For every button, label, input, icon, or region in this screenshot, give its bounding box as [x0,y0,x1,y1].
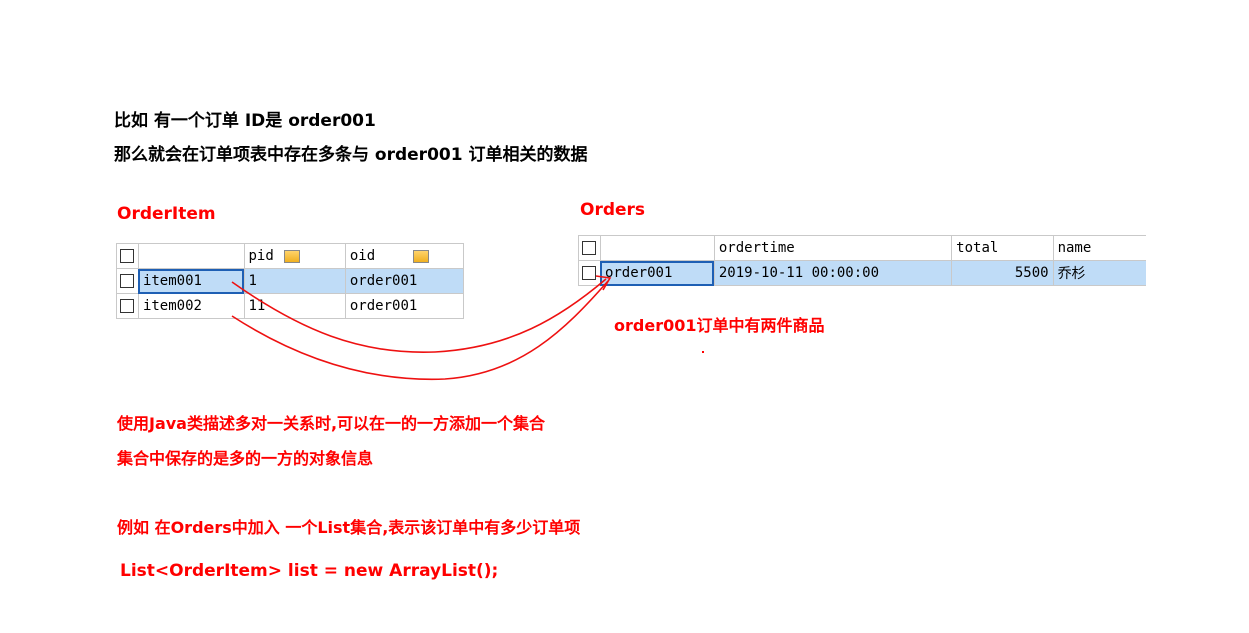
cell-pid[interactable]: 11 [243,293,346,319]
cell-itemid[interactable]: item001 [137,268,245,294]
arrowhead-icon [595,275,612,291]
orders-annotation: order001订单中有两件商品 [614,316,825,335]
column-header-name[interactable]: name [1052,235,1146,261]
intro-line-2: 那么就会在订单项表中存在多条与 order001 订单相关的数据 [114,145,588,165]
row-checkbox[interactable] [116,268,139,294]
column-header-oid[interactable]: oid [344,243,465,269]
note-line-3: 例如 在Orders中加入 一个List集合,表示该订单中有多少订单项 [117,518,581,537]
cell-oid[interactable]: order001 [344,268,465,294]
column-header-pid[interactable]: pid [243,243,346,269]
checkbox-icon [582,241,597,255]
note-line-1: 使用Java类描述多对一关系时,可以在一的一方添加一个集合 [117,414,546,433]
checkbox-icon [582,266,597,280]
table-header-row: oid ordertime total name [578,235,1146,261]
arrow-item002-to-order001 [231,280,609,381]
cell-name[interactable]: 乔杉 [1052,260,1146,286]
column-header-oid[interactable]: oid [599,235,715,261]
cell-ordertime[interactable]: 2019-10-11 00:00:00 [713,260,953,286]
row-checkbox[interactable] [578,260,601,286]
cell-total[interactable]: 5500 [951,260,1054,286]
orders-table-viewport: oid ordertime total name order001 2019-1… [578,235,1146,291]
orderitem-table: itemid pid oid item001 1 order001 item00… [116,243,465,319]
intro-line-1: 比如 有一个订单 ID是 order001 [114,111,376,131]
cell-itemid[interactable]: item002 [137,293,245,319]
table-row[interactable]: item001 1 order001 [116,268,465,294]
column-header-oid-label: oid [349,248,376,264]
checkbox-icon [120,299,135,313]
cell-oid[interactable]: order001 [344,293,465,319]
column-type-icon [413,249,430,263]
column-type-icon [283,249,300,263]
column-header-total[interactable]: total [951,235,1054,261]
row-checkbox[interactable] [116,293,139,319]
table-row[interactable]: order001 2019-10-11 00:00:00 5500 乔杉 [578,260,1146,286]
table-row[interactable]: item002 11 order001 [116,293,465,319]
note-line-2: 集合中保存的是多的一方的对象信息 [117,449,374,468]
orders-table: oid ordertime total name order001 2019-1… [578,235,1146,286]
orders-table-title: Orders [580,200,646,220]
orderitem-table-title: OrderItem [117,204,216,224]
arrow-item001-to-order001 [231,278,607,354]
stray-dot [702,351,704,353]
select-all-checkbox[interactable] [116,243,139,269]
cell-pid[interactable]: 1 [243,268,346,294]
table-header-row: itemid pid oid [116,243,465,269]
code-example: List<OrderItem> list = new ArrayList(); [120,561,499,581]
checkbox-icon [120,274,135,288]
column-header-pid-label: pid [248,248,274,264]
checkbox-icon [120,249,135,263]
cell-oid[interactable]: order001 [599,260,715,286]
